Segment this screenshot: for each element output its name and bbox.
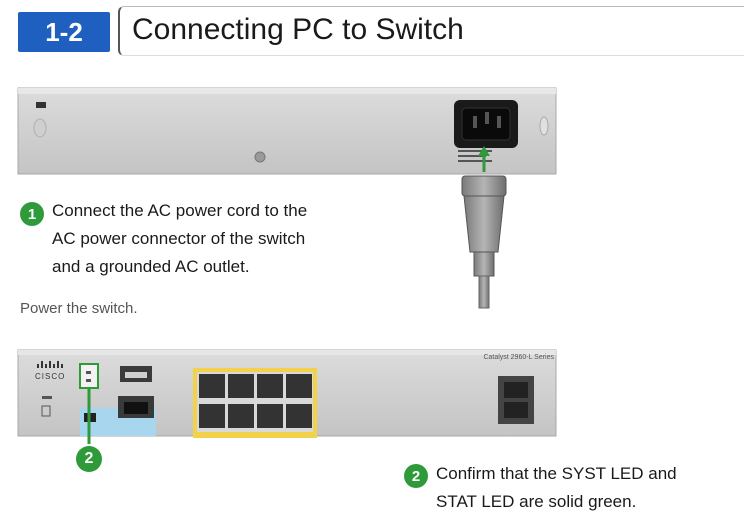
section-badge: 1-2 [18, 12, 110, 52]
power-note: Power the switch. [20, 300, 138, 317]
ground-screw [254, 151, 266, 163]
usb-port [120, 366, 152, 382]
callout-number-2: 2 [76, 446, 102, 472]
arrow-up-icon [478, 146, 490, 172]
led-indicators [79, 363, 99, 389]
page-title: Connecting PC to Switch [132, 13, 464, 46]
power-cord [461, 175, 507, 309]
step-number-2: 2 [404, 464, 428, 488]
model-label: Catalyst 2960-L Series [483, 354, 554, 361]
title-frame [118, 6, 744, 56]
cisco-logo [37, 361, 63, 368]
step2-line: STAT LED are solid green. [436, 492, 637, 511]
sfp-ports [498, 376, 534, 424]
step1-text: Connect the AC power cord to the AC powe… [52, 197, 307, 281]
switch-front-panel [17, 349, 557, 438]
console-port [118, 396, 154, 418]
ac-power-connector [454, 100, 518, 162]
step2-text: Confirm that the SYST LED and STAT LED a… [436, 460, 677, 516]
ethernet-ports [193, 368, 317, 438]
step1-line: and a grounded AC outlet. [52, 257, 250, 276]
step1-line: Connect the AC power cord to the [52, 201, 308, 220]
rear-slot [36, 102, 46, 108]
switch-rear-panel [17, 87, 557, 175]
step-number-1: 1 [20, 202, 44, 226]
brand-label: cisco [35, 372, 66, 381]
step2-line: Confirm that the SYST LED and [436, 464, 677, 483]
step1-line: AC power connector of the switch [52, 229, 306, 248]
